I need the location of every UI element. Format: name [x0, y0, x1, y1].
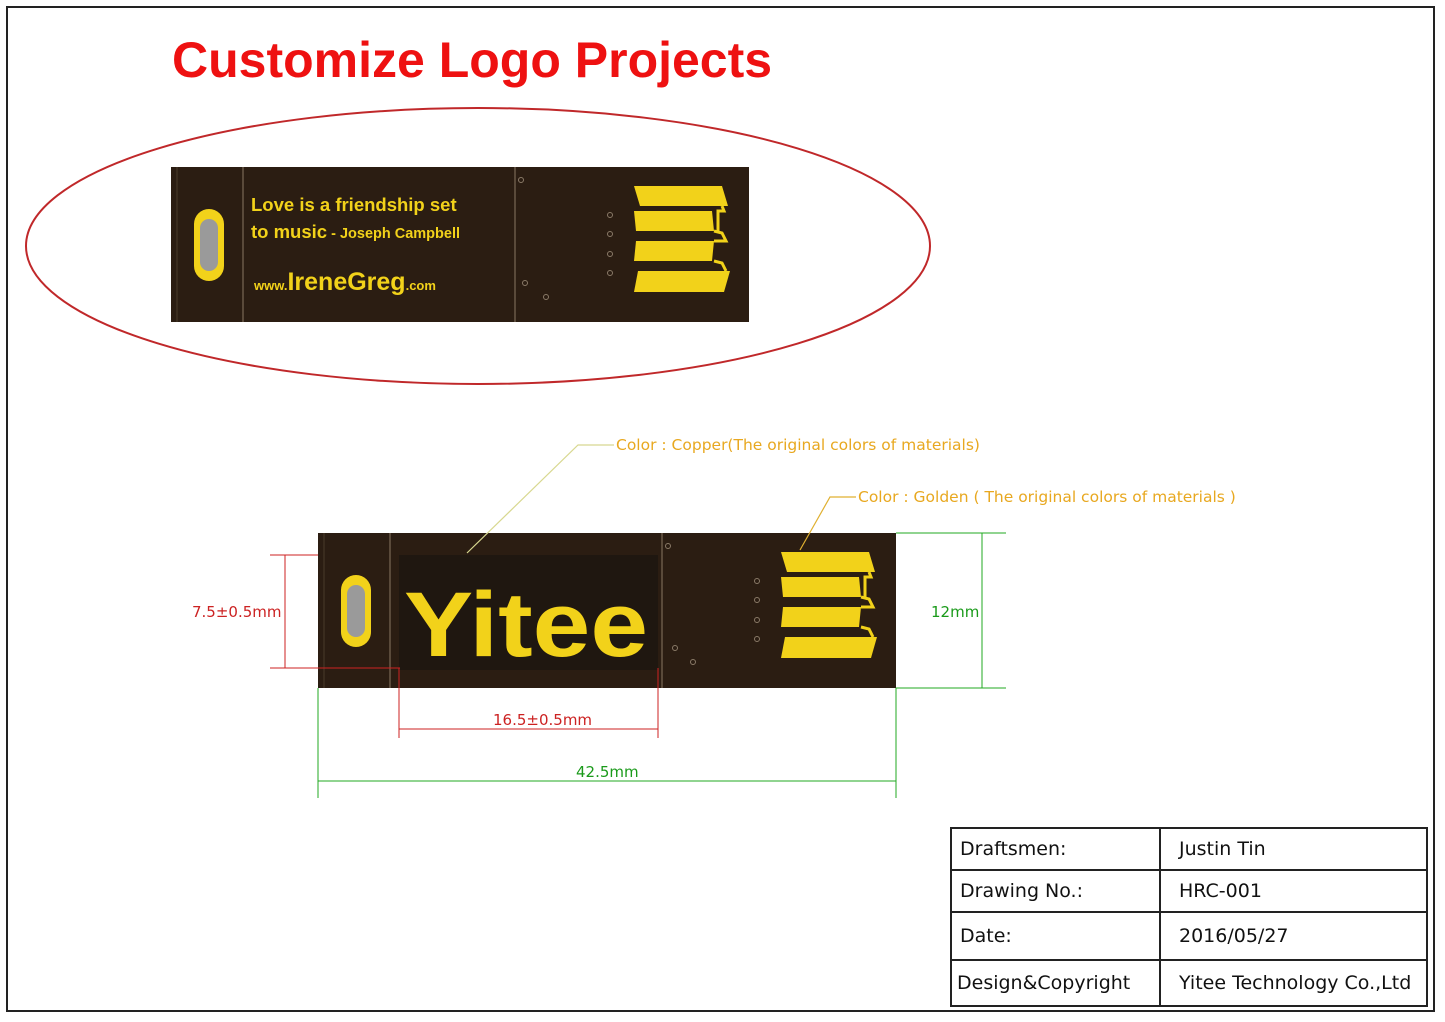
title-block-row-copyright: Design&Copyright Yitee Technology Co.,Lt…	[950, 959, 1428, 1007]
dim-logo-width-label: 16.5±0.5mm	[493, 711, 592, 729]
drawing-no-label: Drawing No.:	[950, 869, 1161, 913]
title-block-row-date: Date: 2016/05/27	[950, 911, 1428, 961]
sample-url-name: IreneGreg	[287, 268, 405, 296]
highlight-ellipse	[25, 107, 931, 385]
usb-stick-drawing: Yitee	[318, 533, 896, 688]
sample-url-prefix: www.	[253, 278, 287, 293]
callout-copper-label: Color : Copper(The original colors of ma…	[616, 436, 980, 454]
sample-quote-text: to music	[251, 221, 327, 242]
dim-total-height-label: 12mm	[931, 603, 979, 621]
callout-copper: Color : Copper(The original colors of ma…	[466, 436, 980, 554]
drawing-frame	[6, 6, 1435, 1012]
date-value: 2016/05/27	[1159, 911, 1428, 961]
sample-url-suffix: .com	[406, 278, 436, 293]
dimension-total-length: 42.5mm	[317, 688, 897, 798]
drawing-no-value: HRC-001	[1159, 869, 1428, 913]
callout-golden: Color : Golden ( The original colors of …	[799, 488, 1236, 551]
sample-quote-author: - Joseph Campbell	[327, 226, 460, 242]
title-block-row-drawing-no: Drawing No.: HRC-001	[950, 869, 1428, 913]
dim-total-length-label: 42.5mm	[576, 763, 639, 781]
technical-drawing: Yitee Color : Copper(The original colors…	[192, 436, 1236, 798]
copyright-label: Design&Copyright	[950, 959, 1161, 1007]
dimension-logo-height: 7.5±0.5mm	[192, 554, 400, 669]
sample-url: www.IreneGreg.com	[253, 268, 436, 296]
draftsmen-label: Draftsmen:	[950, 827, 1161, 871]
logo-area	[399, 555, 658, 670]
usb-stick-sample: Love is a friendship set to music - Jose…	[171, 167, 749, 322]
draftsmen-value: Justin Tin	[1159, 827, 1428, 871]
sample-quote-line2: to music - Joseph Campbell	[251, 221, 460, 242]
callout-golden-label: Color : Golden ( The original colors of …	[858, 488, 1236, 506]
logo-yitee: Yitee	[404, 574, 648, 676]
dimension-total-height: 12mm	[896, 532, 1006, 689]
date-label: Date:	[950, 911, 1161, 961]
logo-sample: Love is a friendship set to music - Jose…	[25, 107, 931, 385]
title-block: Draftsmen: Justin Tin Drawing No.: HRC-0…	[950, 827, 1428, 1007]
copyright-value: Yitee Technology Co.,Ltd	[1159, 959, 1428, 1007]
title-block-row-draftsmen: Draftsmen: Justin Tin	[950, 827, 1428, 871]
sample-quote-line1: Love is a friendship set	[251, 194, 457, 215]
dimension-logo-width: 16.5±0.5mm	[398, 668, 659, 738]
page-title: Customize Logo Projects	[172, 32, 773, 88]
dim-logo-height-label: 7.5±0.5mm	[192, 603, 282, 621]
